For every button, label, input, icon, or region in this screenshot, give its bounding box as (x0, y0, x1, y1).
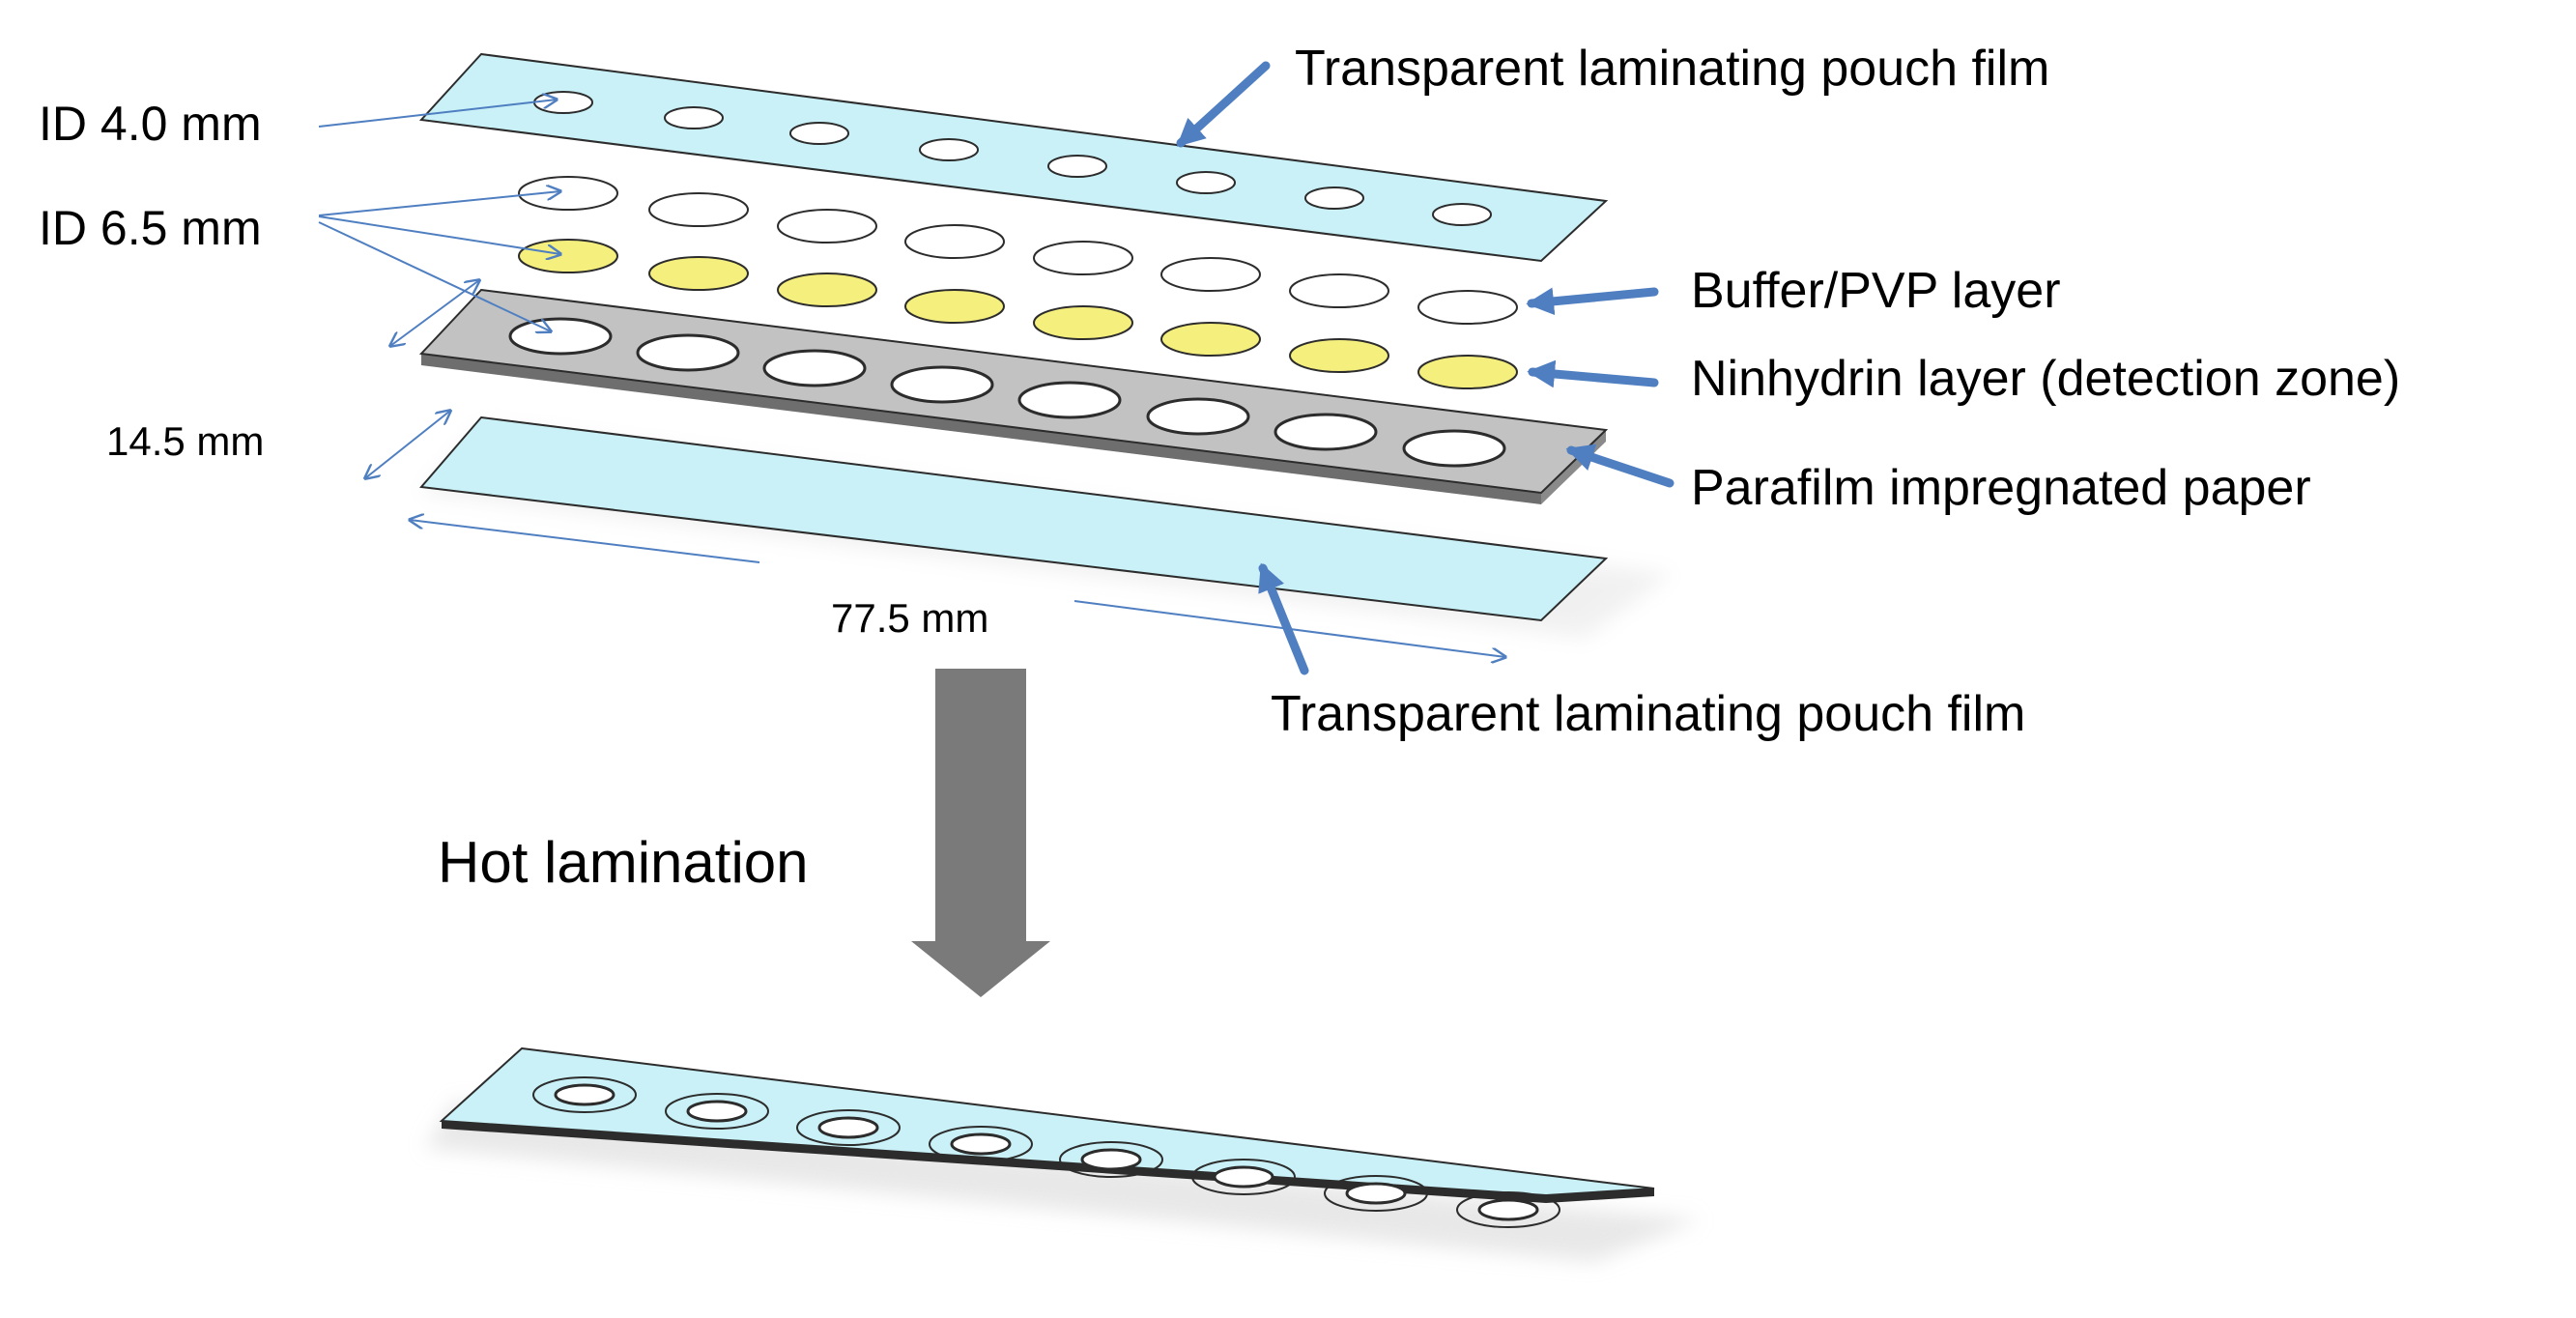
id-large-pointer-1 (318, 191, 560, 216)
buffer-pvp-discs (518, 176, 1518, 325)
labels: ID 4.0 mm ID 6.5 mm 14.5 mm 77.5 mm Tran… (39, 41, 2400, 895)
width-dim-arrow-upper (390, 280, 479, 346)
ninhydrin-discs (518, 239, 1518, 389)
id-large-pointer-2 (318, 215, 560, 254)
label-buffer-layer: Buffer/PVP layer (1691, 263, 2061, 319)
parafilm-arrow (1565, 444, 1674, 488)
paper-holes (508, 317, 1506, 468)
id-small-pointer (318, 100, 557, 128)
laminated-device (425, 1046, 1701, 1262)
parafilm-paper-strip (418, 288, 1609, 504)
id-large-pointer-3 (318, 221, 551, 331)
label-film-bottom: Transparent laminating pouch film (1271, 686, 2025, 742)
film-bottom-arrow (1258, 562, 1309, 675)
label-process: Hot lamination (438, 830, 809, 895)
label-parafilm-paper: Parafilm impregnated paper (1691, 460, 2311, 516)
label-ninhydrin-layer: Ninhydrin layer (detection zone) (1691, 351, 2400, 407)
label-width-dim: 14.5 mm (106, 418, 264, 464)
label-id-small: ID 4.0 mm (39, 97, 262, 151)
lamination-process-arrow (911, 669, 1050, 997)
top-film-holes (533, 91, 1492, 226)
film-top-arrow (1176, 61, 1271, 148)
label-length-dim: 77.5 mm (831, 595, 988, 641)
length-dim-arrow-left (410, 520, 760, 563)
callout-arrows (1176, 61, 1674, 675)
label-id-large: ID 6.5 mm (39, 201, 262, 255)
width-dim-arrow-lower (365, 411, 450, 478)
ninhydrin-arrow (1527, 359, 1659, 388)
buffer-arrow (1526, 287, 1659, 316)
label-film-top: Transparent laminating pouch film (1295, 41, 2049, 97)
laminated-wells (532, 1076, 1560, 1228)
top-laminating-film (418, 52, 1609, 263)
